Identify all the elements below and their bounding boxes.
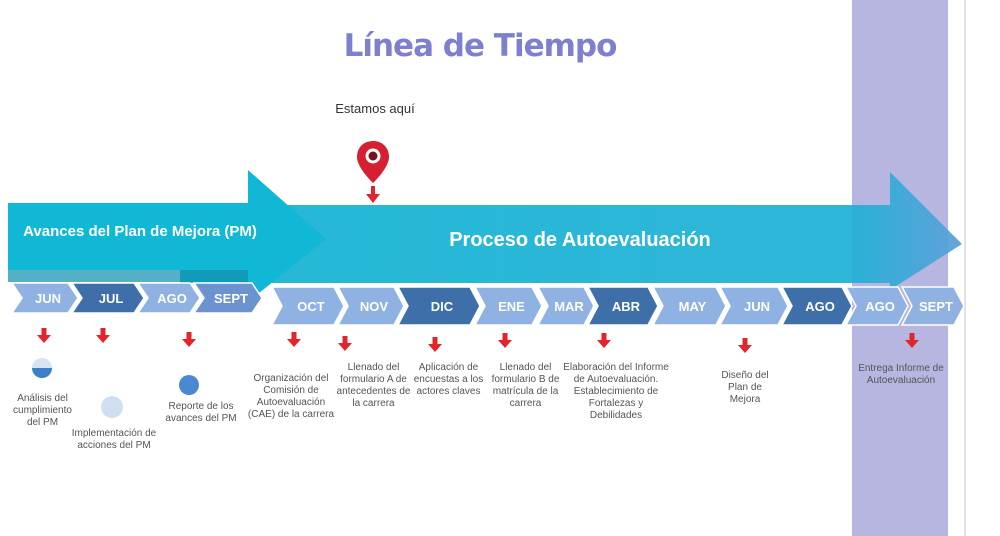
- red-down-arrow-icon: [428, 337, 442, 352]
- red-down-arrow-icon: [338, 336, 352, 351]
- formulario-a-description: Llenado del formulario A de antecedentes…: [336, 362, 411, 409]
- month-chevron-row1-1-label: JUN: [35, 291, 61, 306]
- red-down-arrow-icon: [182, 332, 196, 347]
- month-chevron-row1-4: SEPT: [192, 282, 263, 314]
- month-chevron-row2-4-label: ENE: [498, 299, 525, 314]
- month-chevron-row2-8: JUN: [718, 286, 789, 326]
- implementacion-dot: [101, 396, 123, 418]
- plan-mejora-label: Avances del Plan de Mejora (PM): [23, 223, 257, 240]
- month-chevron-row2-2: NOV: [336, 286, 405, 326]
- autoevaluacion-label: Proceso de Autoevaluación: [449, 229, 711, 251]
- month-chevron-row1-1: JUN: [10, 282, 79, 314]
- analisis-description: Análisis del cumplimiento del PM: [13, 393, 72, 428]
- month-chevron-row1-2: JUL: [70, 282, 145, 314]
- month-chevron-row2-10: AGO: [844, 286, 909, 326]
- month-chevron-row2-7-label: MAY: [679, 299, 707, 314]
- month-chevron-row1-2-label: JUL: [99, 291, 124, 306]
- month-chevron-row1-3: AGO: [136, 282, 201, 314]
- month-chevron-row2-5-label: MAR: [554, 299, 584, 314]
- month-chevron-row2-1: OCT: [270, 286, 345, 326]
- formulario-b-description: Llenado del formulario B de matrícula de…: [491, 362, 560, 409]
- autoevaluacion-arrow: [180, 172, 962, 290]
- analisis-dot-fill: [32, 368, 52, 378]
- month-chevron-row2-3-label: DIC: [431, 299, 454, 314]
- red-down-arrow-icon: [96, 328, 110, 343]
- month-chevron-row2-7: MAY: [651, 286, 727, 326]
- reporte-description: Reporte de los avances del PM: [165, 401, 237, 424]
- month-chevron-row2-5: MAR: [536, 286, 595, 326]
- month-chevron-row2-2-label: NOV: [360, 299, 389, 314]
- month-chevron-row2-9: AGO: [780, 286, 853, 326]
- month-chevron-row1-3-label: AGO: [157, 291, 187, 306]
- month-chevron-row2-11: SEPT: [900, 286, 965, 326]
- estamos-aqui-label: Estamos aquí: [335, 101, 415, 116]
- month-chevron-row2-10-label: AGO: [865, 299, 895, 314]
- organizacion-description: Organización del Comisión de Autoevaluac…: [247, 373, 335, 420]
- location-pin-icon: [356, 138, 390, 203]
- month-chevron-row2-8-label: JUN: [744, 299, 770, 314]
- red-down-arrow-icon: [37, 328, 51, 343]
- month-chevron-row2-1-label: OCT: [297, 299, 325, 314]
- elaboracion-description: Elaboración del Informe de Autoevaluació…: [563, 362, 669, 421]
- timeline-title: Línea de Tiempo: [343, 28, 618, 64]
- red-down-arrow-icon: [597, 333, 611, 348]
- month-chevron-row1-4-label: SEPT: [214, 291, 248, 306]
- plan-mejora-arrow: [8, 170, 326, 302]
- entrega-description: Entrega Informe de Autoevaluación: [858, 363, 944, 386]
- red-down-arrow-icon: [905, 333, 919, 348]
- plan-mejora-arrow-shadow: [8, 270, 248, 302]
- implementacion-description: Implementación de acciones del PM: [71, 428, 157, 451]
- month-chevron-row2-4: ENE: [473, 286, 543, 326]
- month-chevron-row2-11-label: SEPT: [919, 299, 953, 314]
- diseno-description: Diseño del Plan de Mejora: [721, 370, 769, 405]
- red-down-arrow-icon: [498, 333, 512, 348]
- red-down-arrow-icon: [287, 332, 301, 347]
- month-chevron-row2-9-label: AGO: [805, 299, 835, 314]
- reporte-dot: [179, 375, 199, 395]
- encuestas-description: Aplicación de encuestas a los actores cl…: [413, 362, 484, 397]
- month-chevron-row2-6-label: ABR: [612, 299, 641, 314]
- month-chevron-row2-6: ABR: [586, 286, 659, 326]
- red-down-arrow-icon: [738, 338, 752, 353]
- month-chevron-row2-3: DIC: [396, 286, 481, 326]
